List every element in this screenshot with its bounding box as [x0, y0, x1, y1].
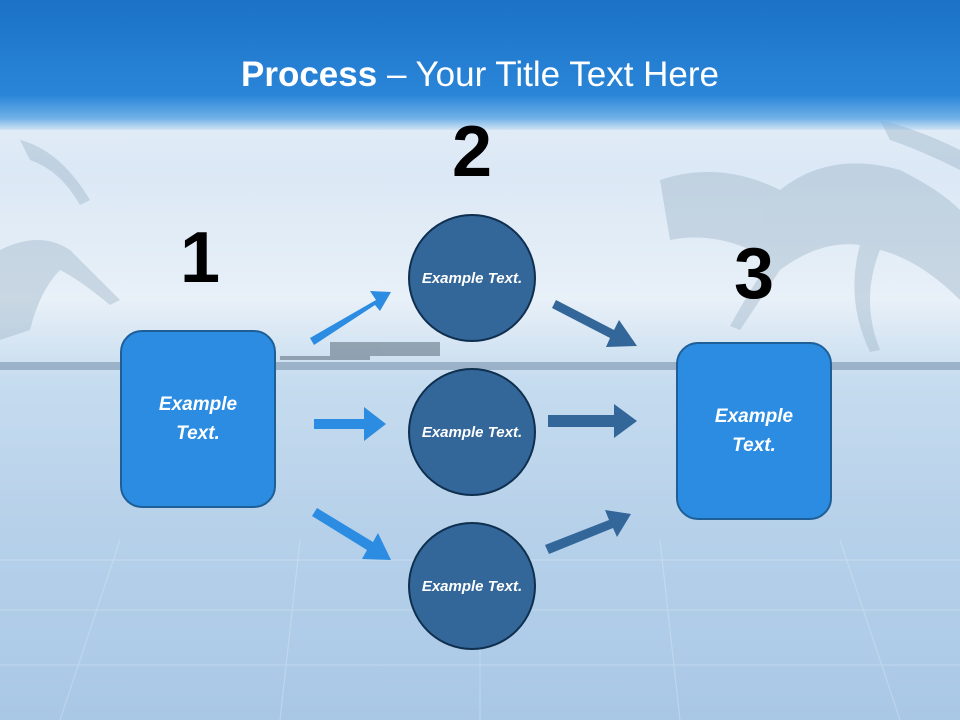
arrow-1-to-bottom: [312, 508, 391, 560]
step-number-2: 2: [451, 112, 493, 192]
title-rest: – Your Title Text Here: [377, 55, 719, 94]
step-number-1: 1: [179, 218, 221, 298]
step-number-3: 3: [733, 234, 775, 314]
step-1-box: Example Text.: [120, 330, 276, 508]
step-2-circle-middle: Example Text.: [408, 368, 536, 496]
arrow-middle-to-3: [548, 404, 637, 438]
step-3-box: Example Text.: [676, 342, 832, 520]
step-2-circle-top: Example Text.: [408, 214, 536, 342]
title-bar: [0, 0, 960, 130]
step-2-text-middle: Example Text.: [421, 423, 523, 441]
arrow-top-to-3: [552, 300, 637, 347]
arrow-1-to-middle: [314, 407, 386, 441]
arrow-1-to-top: [310, 291, 391, 345]
title-bold: Process: [241, 55, 378, 94]
slide-title: Process – Your Title Text Here: [0, 54, 960, 96]
step-1-text: Example Text.: [158, 394, 238, 444]
step-2-text-bottom: Example Text.: [421, 577, 523, 595]
step-2-text-top: Example Text.: [421, 269, 523, 287]
arrow-bottom-to-3: [545, 510, 631, 554]
step-2-circle-bottom: Example Text.: [408, 522, 536, 650]
step-3-text: Example Text.: [714, 406, 794, 456]
